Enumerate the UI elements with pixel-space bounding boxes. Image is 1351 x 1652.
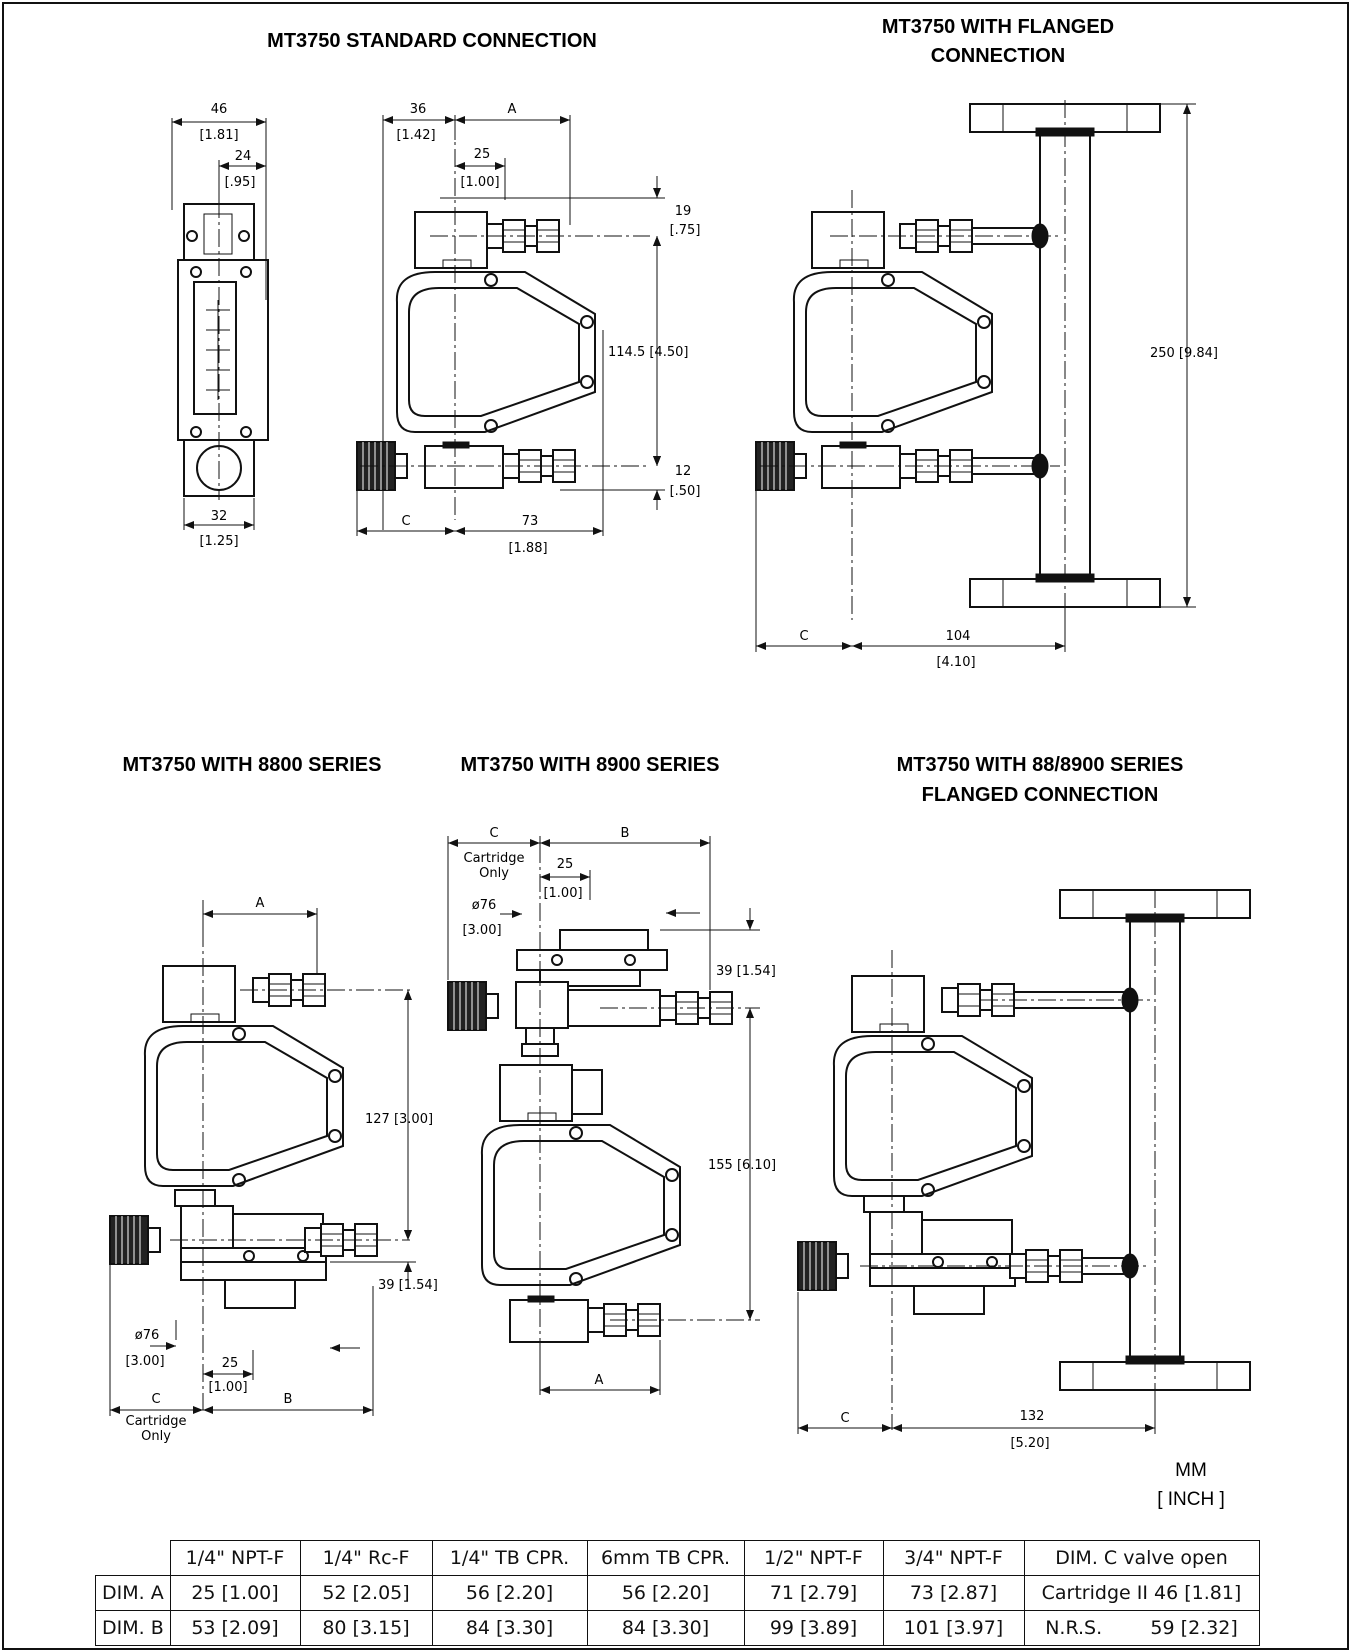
table-cell: 101 [3.97] (882, 1610, 1025, 1646)
dim-std-19: 19 (675, 204, 692, 219)
dim-fl-250: 250 [9.84] (1150, 346, 1218, 361)
dim-std-19-in: [.75] (670, 223, 701, 238)
table-cell: 73 [2.87] (882, 1575, 1025, 1611)
table-header-cell: 1/4" Rc-F (299, 1540, 433, 1576)
dim-88-a: A (256, 896, 265, 911)
table-cell: 84 [3.30] (431, 1610, 588, 1646)
dim-fl2-c: C (840, 1411, 849, 1426)
dim-side-46-in: [1.81] (199, 128, 238, 143)
dim-side-24-in: [.95] (225, 175, 256, 190)
dim-fl-104-in: [4.10] (936, 655, 975, 670)
dim-std-73: 73 (522, 514, 539, 529)
dim-fl2-132-in: [5.20] (1010, 1436, 1049, 1451)
dim-89-76: ø76 (472, 898, 497, 913)
dim-fl2-132: 132 (1020, 1409, 1045, 1424)
dim-std-36-in: [1.42] (396, 128, 435, 143)
dim-std-114-5: 114.5 [4.50] (608, 345, 688, 360)
dim-side-24: 24 (235, 149, 252, 164)
table-cell: 53 [2.09] (169, 1610, 301, 1646)
dim-88-25: 25 (222, 1356, 239, 1371)
dim-side-32-in: [1.25] (199, 534, 238, 549)
header-flanged-l2: CONNECTION (931, 45, 1065, 67)
table-corner (96, 1541, 171, 1576)
dim-88-76-in: [3.00] (125, 1354, 164, 1369)
dim-88-25-in: [1.00] (208, 1380, 247, 1395)
table-cell: 84 [3.30] (586, 1610, 745, 1646)
dim-89-only: Only (479, 866, 509, 881)
table-header-cell: 1/2" NPT-F (743, 1540, 884, 1576)
dim-std-36: 36 (410, 102, 427, 117)
series-88-8900-flanged-view (797, 889, 1251, 1430)
dim-88-c: C (151, 1392, 160, 1407)
table-cell: 99 [3.89] (743, 1610, 884, 1646)
dim-std-12: 12 (675, 464, 692, 479)
dim-89-25: 25 (557, 857, 574, 872)
header-8800: MT3750 WITH 8800 SERIES (123, 754, 382, 776)
dim-88-only: Only (141, 1429, 171, 1444)
dim-std-25: 25 (474, 147, 491, 162)
dim-89-b: B (621, 826, 630, 841)
table-header-cell: 1/4" TB CPR. (431, 1540, 588, 1576)
dimension-table: 1/4" NPT-F 1/4" Rc-F 1/4" TB CPR. 6mm TB… (95, 1540, 1260, 1646)
dim-88-b: B (284, 1392, 293, 1407)
standard-front-view (356, 120, 650, 520)
dim-std-a: A (508, 102, 517, 117)
table-header-cell: 1/4" NPT-F (169, 1540, 301, 1576)
dim-89-cartridge: Cartridge (464, 851, 525, 866)
dim-89-25-in: [1.00] (543, 886, 582, 901)
dim-side-32: 32 (211, 509, 228, 524)
table-row: DIM. B 53 [2.09] 80 [3.15] 84 [3.30] 84 … (95, 1610, 1260, 1646)
dim-std-12-in: [.50] (670, 484, 701, 499)
dim-89-76-in: [3.00] (462, 923, 501, 938)
table-cell: 71 [2.79] (743, 1575, 884, 1611)
units-inch: [ INCH ] (1157, 1489, 1225, 1510)
dim-88-39: 39 [1.54] (378, 1278, 438, 1293)
dim-std-25-in: [1.00] (460, 175, 499, 190)
table-header-cell: 6mm TB CPR. (586, 1540, 745, 1576)
dim-89-155: 155 [6.10] (708, 1158, 776, 1173)
dim-88-127: 127 [3.00] (365, 1112, 433, 1127)
table-cell: 56 [2.20] (431, 1575, 588, 1611)
series-8800-view (109, 900, 410, 1410)
table-header-cell: 3/4" NPT-F (882, 1540, 1025, 1576)
dim-std-c: C (401, 514, 410, 529)
table-cell: 56 [2.20] (586, 1575, 745, 1611)
dim-fl-c: C (799, 629, 808, 644)
dim-89-39: 39 [1.54] (716, 964, 776, 979)
table-cell: 25 [1.00] (169, 1575, 301, 1611)
table-row: DIM. A 25 [1.00] 52 [2.05] 56 [2.20] 56 … (95, 1575, 1260, 1611)
header-88-8900-l1: MT3750 WITH 88/8900 SERIES (897, 754, 1184, 776)
series-8900-view (447, 845, 760, 1390)
units-mm: MM (1175, 1460, 1207, 1481)
dim-88-cartridge: Cartridge (126, 1414, 187, 1429)
table-cell: 52 [2.05] (299, 1575, 433, 1611)
flanged-view (755, 100, 1161, 620)
dim-std-73-in: [1.88] (508, 541, 547, 556)
table-cell: N.R.S. 59 [2.32] (1023, 1610, 1260, 1646)
dim-89-c: C (489, 826, 498, 841)
header-88-8900-l2: FLANGED CONNECTION (922, 784, 1159, 806)
table-row-header: DIM. B (95, 1610, 171, 1646)
dim-89-a: A (595, 1373, 604, 1388)
dim-fl-104: 104 (946, 629, 971, 644)
dim-side-46: 46 (211, 102, 228, 117)
header-standard: MT3750 STANDARD CONNECTION (267, 30, 597, 52)
table-cell: Cartridge II 46 [1.81] (1023, 1575, 1260, 1611)
table-header-cell: DIM. C valve open (1023, 1540, 1260, 1576)
header-flanged-l1: MT3750 WITH FLANGED (882, 16, 1114, 38)
dim-88-76: ø76 (135, 1328, 160, 1343)
header-8900: MT3750 WITH 8900 SERIES (461, 754, 720, 776)
table-cell: 80 [3.15] (299, 1610, 433, 1646)
table-row-header: DIM. A (95, 1575, 171, 1611)
side-view (177, 200, 269, 500)
table-header-row: 1/4" NPT-F 1/4" Rc-F 1/4" TB CPR. 6mm TB… (96, 1540, 1260, 1576)
